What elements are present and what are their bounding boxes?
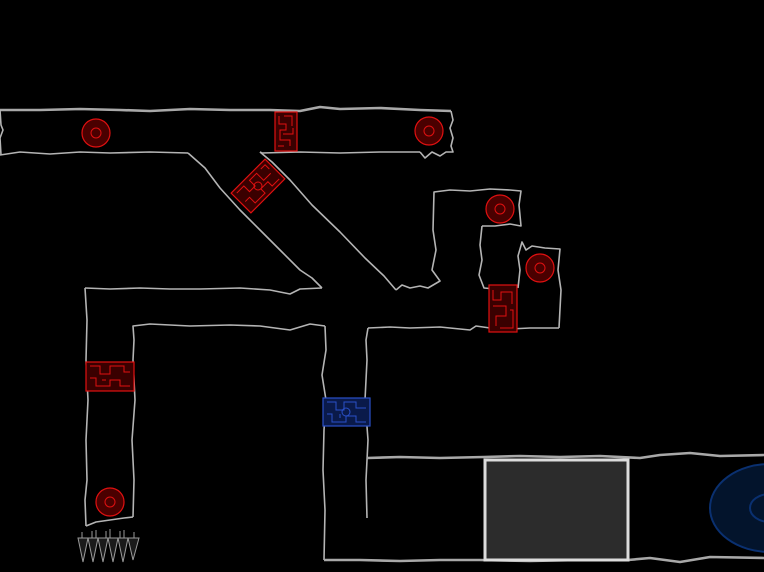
- red-gate: [230, 158, 286, 214]
- right-branch-pocket: [517, 241, 562, 329]
- diagonal-wall-right: [259, 151, 397, 291]
- left-corridor-upper-wall: [84, 287, 323, 295]
- diagonal-wall-left: [187, 152, 323, 289]
- portal[interactable]: [709, 463, 764, 553]
- right-branch-lower-wall: [367, 325, 559, 331]
- bottom-corridor-upper-wall: [366, 451, 764, 460]
- top-corridor-right-edge: [419, 110, 454, 159]
- red-orb: [95, 487, 125, 517]
- red-orb: [81, 118, 111, 148]
- right-branch-upper-wall: [395, 188, 522, 291]
- right-branch-stem: [478, 225, 496, 290]
- red-gate: [488, 284, 518, 333]
- red-orb: [525, 253, 555, 283]
- blue-gate: [322, 397, 371, 427]
- left-corridor-bottom: [85, 516, 134, 527]
- spike-cluster: [77, 529, 140, 563]
- left-corridor-outer-wall: [84, 287, 89, 527]
- red-gate: [85, 361, 135, 392]
- pushable-block[interactable]: [483, 458, 630, 562]
- top-corridor-upper-wall: [0, 105, 452, 113]
- red-gate: [274, 111, 298, 152]
- left-corridor-inner-wall: [131, 323, 326, 518]
- top-corridor-left-edge: [0, 109, 4, 156]
- top-corridor-lower-wall-left: [0, 151, 189, 156]
- red-orb: [485, 194, 515, 224]
- red-orb: [414, 116, 444, 146]
